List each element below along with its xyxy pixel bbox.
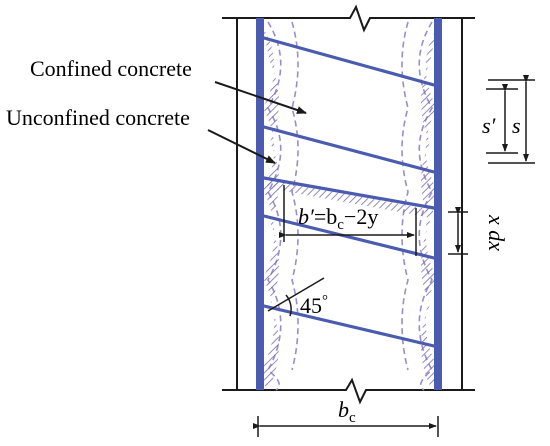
angle-value: 45 xyxy=(300,293,322,318)
longitudinal-bars xyxy=(256,18,442,390)
s-dimension xyxy=(486,75,535,164)
confined-arrow xyxy=(214,81,307,114)
bc-dimension xyxy=(253,416,439,437)
b-rest: −2y xyxy=(344,204,378,229)
s-label: s xyxy=(512,113,521,138)
x-dx-label: x dx xyxy=(484,214,509,251)
angle-degree: ° xyxy=(322,293,328,309)
b-prime-symbol: b′ xyxy=(298,204,315,229)
unconfined-arrow xyxy=(207,129,276,164)
bc-main: b xyxy=(338,397,349,422)
angle-label: 45° xyxy=(300,293,328,318)
b-sub: c xyxy=(337,217,344,233)
dx-dimension xyxy=(448,207,468,255)
column-outline xyxy=(222,4,475,405)
unconfined-concrete-label: Unconfined concrete xyxy=(6,105,190,130)
bc-sub: c xyxy=(349,410,356,426)
angle-indicator xyxy=(267,277,325,317)
b-eq: =b xyxy=(314,204,337,229)
s-prime-label: s′ xyxy=(482,113,497,138)
b-prime-dimension xyxy=(279,185,417,256)
callout-arrows xyxy=(207,81,307,164)
confined-concrete-label: Confined concrete xyxy=(30,56,192,81)
b-prime-label: b′=bc−2y xyxy=(298,204,378,233)
bc-label: bc xyxy=(338,397,356,426)
